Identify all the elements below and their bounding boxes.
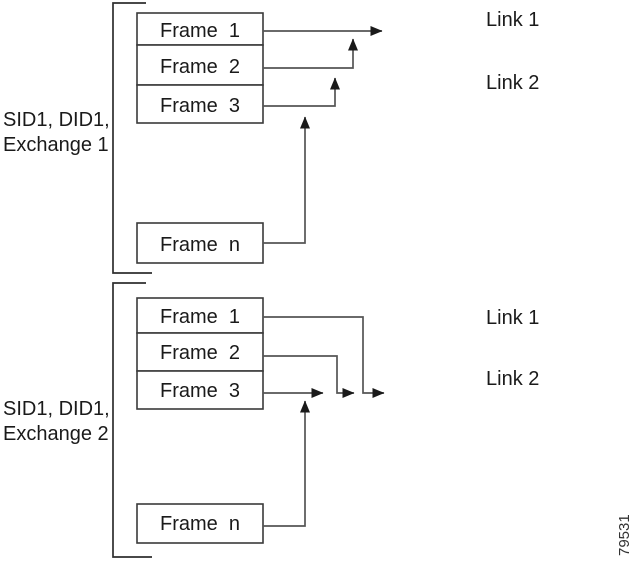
frame-label: Frame 1 bbox=[160, 306, 240, 328]
connector-framen-merge bbox=[263, 116, 310, 244]
link1-label: Link 1 bbox=[486, 9, 539, 31]
frame-label: Frame 3 bbox=[160, 380, 240, 402]
link2-label: Link 2 bbox=[486, 72, 539, 94]
exchange-2-group: SID1, DID1, Exchange 2 Frame 1 Frame 2 F… bbox=[3, 282, 539, 558]
exchange-2-bracket bbox=[112, 282, 152, 558]
exchange-1-group: SID1, DID1, Exchange 1 Frame 1 Frame 2 F… bbox=[3, 2, 539, 274]
exchange-1-label-line1: SID1, DID1, bbox=[3, 109, 110, 131]
exchange-2-label-line1: SID1, DID1, bbox=[3, 398, 110, 420]
link2-label: Link 2 bbox=[486, 368, 539, 390]
connector-framen-merge bbox=[263, 400, 310, 527]
exchange-2-label-line2: Exchange 2 bbox=[3, 423, 109, 445]
frame-label: Frame 2 bbox=[160, 56, 240, 78]
frame-label: Frame n bbox=[160, 234, 240, 256]
exchange-1-label-line2: Exchange 1 bbox=[3, 134, 109, 156]
frame-box bbox=[136, 84, 264, 124]
frame-label: Frame 3 bbox=[160, 95, 240, 117]
connector-frame2-to-link2 bbox=[263, 355, 355, 398]
frame-label: Frame n bbox=[160, 513, 240, 535]
link1-label: Link 1 bbox=[486, 307, 539, 329]
connector-frame1-to-link2 bbox=[263, 316, 385, 398]
frame-box bbox=[136, 370, 264, 410]
exchange-1-bracket bbox=[112, 2, 152, 274]
frame-box bbox=[136, 503, 264, 544]
figure-number: 79531 bbox=[616, 514, 631, 556]
frame-box bbox=[136, 44, 264, 86]
frame-label: Frame 1 bbox=[160, 20, 240, 42]
connector-frame3-merge bbox=[263, 77, 340, 107]
connector-frame2-merge bbox=[263, 38, 358, 69]
frame-label: Frame 2 bbox=[160, 342, 240, 364]
